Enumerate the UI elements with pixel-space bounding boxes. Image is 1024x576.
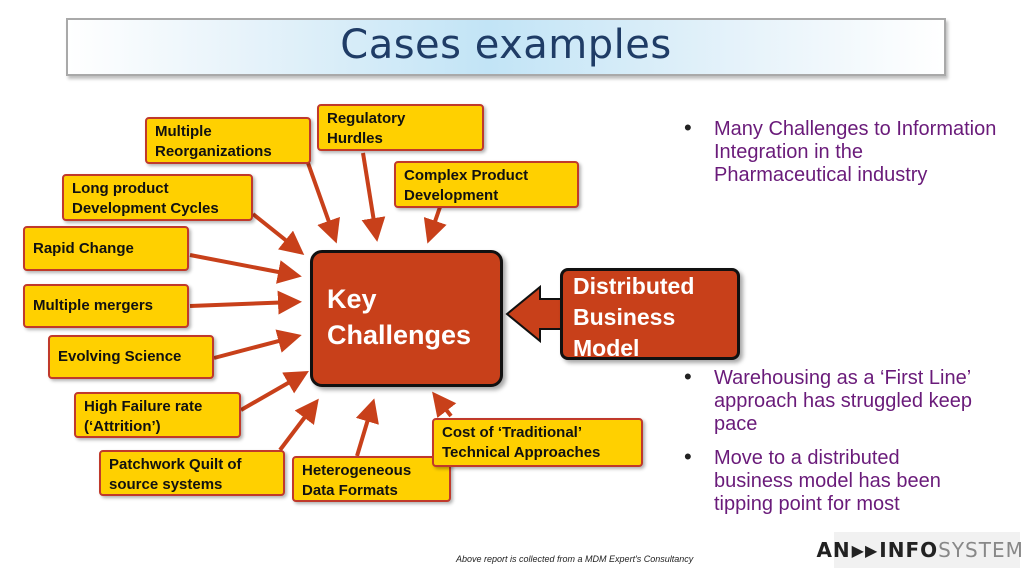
challenge-label: source systems	[109, 476, 223, 493]
challenge-label: High Failure rate	[84, 398, 203, 415]
arrow-heterogeneous	[355, 398, 379, 457]
challenge-box-multiple-mergers: Multiple mergers	[23, 284, 189, 328]
challenge-box-heterogeneous: Heterogeneous Data Formats	[292, 456, 451, 502]
challenge-box-evolving-science: Evolving Science	[48, 335, 214, 379]
company-logo: AN ▶▶ INFO SYSTEMS	[816, 532, 1024, 568]
source-footnote: Above report is collected from a MDM Exp…	[456, 554, 694, 564]
page-title: Cases examples	[340, 22, 672, 68]
challenge-label: (‘Attrition’)	[84, 418, 161, 435]
bullet-dot-icon: •	[684, 364, 692, 389]
center-label-line1: Key	[327, 284, 377, 314]
challenge-box-complex-product: Complex Product Development	[394, 161, 579, 208]
logo-text-part1: AN	[816, 538, 851, 562]
title-banner: Cases examples	[66, 18, 946, 76]
arrow-rapid-change	[189, 253, 302, 284]
key-challenges-box: Key Challenges	[310, 250, 503, 387]
challenge-label: Technical Approaches	[442, 444, 601, 461]
arrow-complex-product	[423, 206, 447, 244]
challenge-label: Development	[404, 187, 499, 204]
arrow-patchwork	[278, 398, 319, 452]
challenge-box-regulatory: Regulatory Hurdles	[317, 104, 484, 151]
challenge-label: Cost of ‘Traditional’	[442, 424, 583, 441]
challenge-label: Patchwork Quilt of	[109, 456, 242, 473]
challenge-label: Regulatory	[327, 110, 406, 127]
arrow-multiple-mergers	[189, 290, 302, 315]
dist-label-line2: Business	[573, 304, 676, 330]
logo-arrows-icon: ▶▶	[851, 540, 879, 560]
arrow-cost-traditional	[432, 391, 457, 418]
bullet-text: Many Challenges to Information Integrati…	[714, 118, 997, 186]
bullet-dot-icon: •	[684, 115, 692, 140]
challenge-box-patchwork: Patchwork Quilt of source systems	[99, 450, 285, 496]
center-label-line2: Challenges	[327, 320, 472, 350]
challenge-label: Long product	[72, 180, 169, 197]
challenge-label: Heterogeneous	[302, 462, 412, 479]
bullet-dot-icon: •	[684, 444, 692, 469]
challenge-label: Rapid Change	[33, 239, 134, 257]
logo-text-part3: SYSTEMS	[938, 538, 1024, 562]
challenge-label: Multiple mergers	[33, 297, 154, 314]
arrow-regulatory	[361, 152, 386, 242]
challenge-box-long-product: Long product Development Cycles	[62, 174, 253, 221]
challenge-label: Data Formats	[302, 482, 398, 499]
arrow-evolving-science	[213, 329, 302, 360]
challenge-label: Hurdles	[327, 130, 383, 147]
logo-text-part2: INFO	[879, 538, 939, 562]
arrow-high-failure	[240, 371, 309, 412]
arrow-multiple-reorg	[306, 162, 340, 244]
challenge-label: Multiple	[155, 123, 212, 140]
challenge-label: Development Cycles	[72, 200, 219, 217]
bullet-text: Move to a distributed business model has…	[714, 447, 941, 515]
challenge-label: Reorganizations	[155, 143, 272, 160]
arrow-long-product	[251, 212, 305, 255]
dist-label-line1: Distributed	[573, 273, 695, 299]
challenge-box-high-failure: High Failure rate (‘Attrition’)	[74, 392, 241, 438]
challenge-box-cost-traditional: Cost of ‘Traditional’ Technical Approach…	[432, 418, 643, 467]
bullet-text: Warehousing as a ‘First Line’ approach h…	[714, 367, 972, 435]
challenge-box-rapid-change: Rapid Change	[23, 226, 189, 271]
distributed-business-model-box: Distributed Business Model	[560, 268, 740, 361]
challenge-label: Evolving Science	[58, 348, 182, 365]
challenge-label: Complex Product	[404, 167, 529, 184]
challenge-box-multiple-reorg: Multiple Reorganizations	[145, 117, 311, 164]
dist-label-line3: Model	[573, 335, 640, 361]
block-arrow-left-icon	[505, 284, 563, 344]
